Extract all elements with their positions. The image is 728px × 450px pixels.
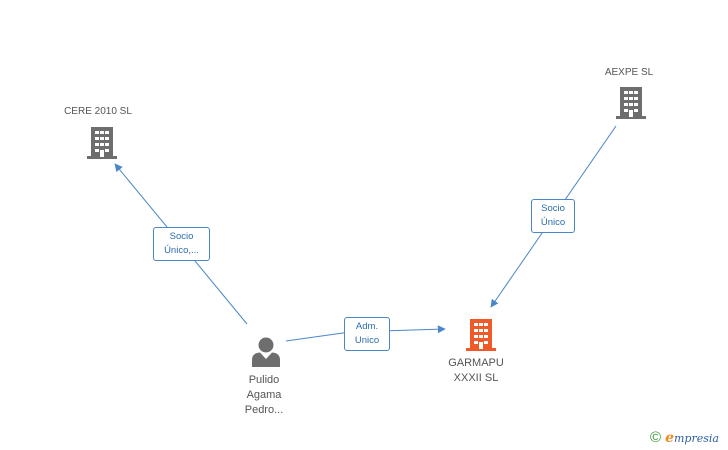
edge-label-line: Unico xyxy=(354,335,380,346)
edge-label-adm-unico[interactable]: Adm. Unico xyxy=(344,317,390,351)
node-label-line: Agama xyxy=(246,389,282,401)
edge-label-line: Socio xyxy=(541,203,565,214)
node-label-line: Pulido xyxy=(248,374,280,386)
person-icon[interactable] xyxy=(252,337,280,368)
building-icon[interactable] xyxy=(616,87,646,119)
copyright-symbol: © xyxy=(650,429,662,446)
node-label-garmapu-xxxii-sl[interactable]: GARMAPU XXXII SL xyxy=(426,356,526,386)
brand-wordmark: empresia xyxy=(665,428,719,449)
node-label-aexpe-sl[interactable]: AEXPE SL xyxy=(604,67,654,78)
edge-label-line: Adm. xyxy=(355,321,379,332)
empresia-logo: © empresia xyxy=(650,428,719,448)
brand-rest: mpresia xyxy=(673,431,719,445)
edge-label-line: Único xyxy=(540,217,566,228)
node-label-line: GARMAPU xyxy=(448,357,504,369)
brand-initial: e xyxy=(665,429,674,446)
edge-label-line: Único,... xyxy=(164,245,199,256)
edge-label-line: Socio xyxy=(169,231,194,242)
building-icon[interactable] xyxy=(466,319,496,351)
edge-label-socio-unico-cere[interactable]: Socio Único,... xyxy=(153,227,210,261)
node-label-line: XXXII SL xyxy=(453,372,499,384)
edge-label-socio-unico-aexpe[interactable]: Socio Único xyxy=(531,199,575,233)
node-label-cere-2010-sl[interactable]: CERE 2010 SL xyxy=(64,106,132,117)
building-icon[interactable] xyxy=(87,127,117,159)
node-label-line: Pedro... xyxy=(244,404,284,416)
node-label-pulido-agama-pedro[interactable]: Pulido Agama Pedro... xyxy=(214,373,314,418)
